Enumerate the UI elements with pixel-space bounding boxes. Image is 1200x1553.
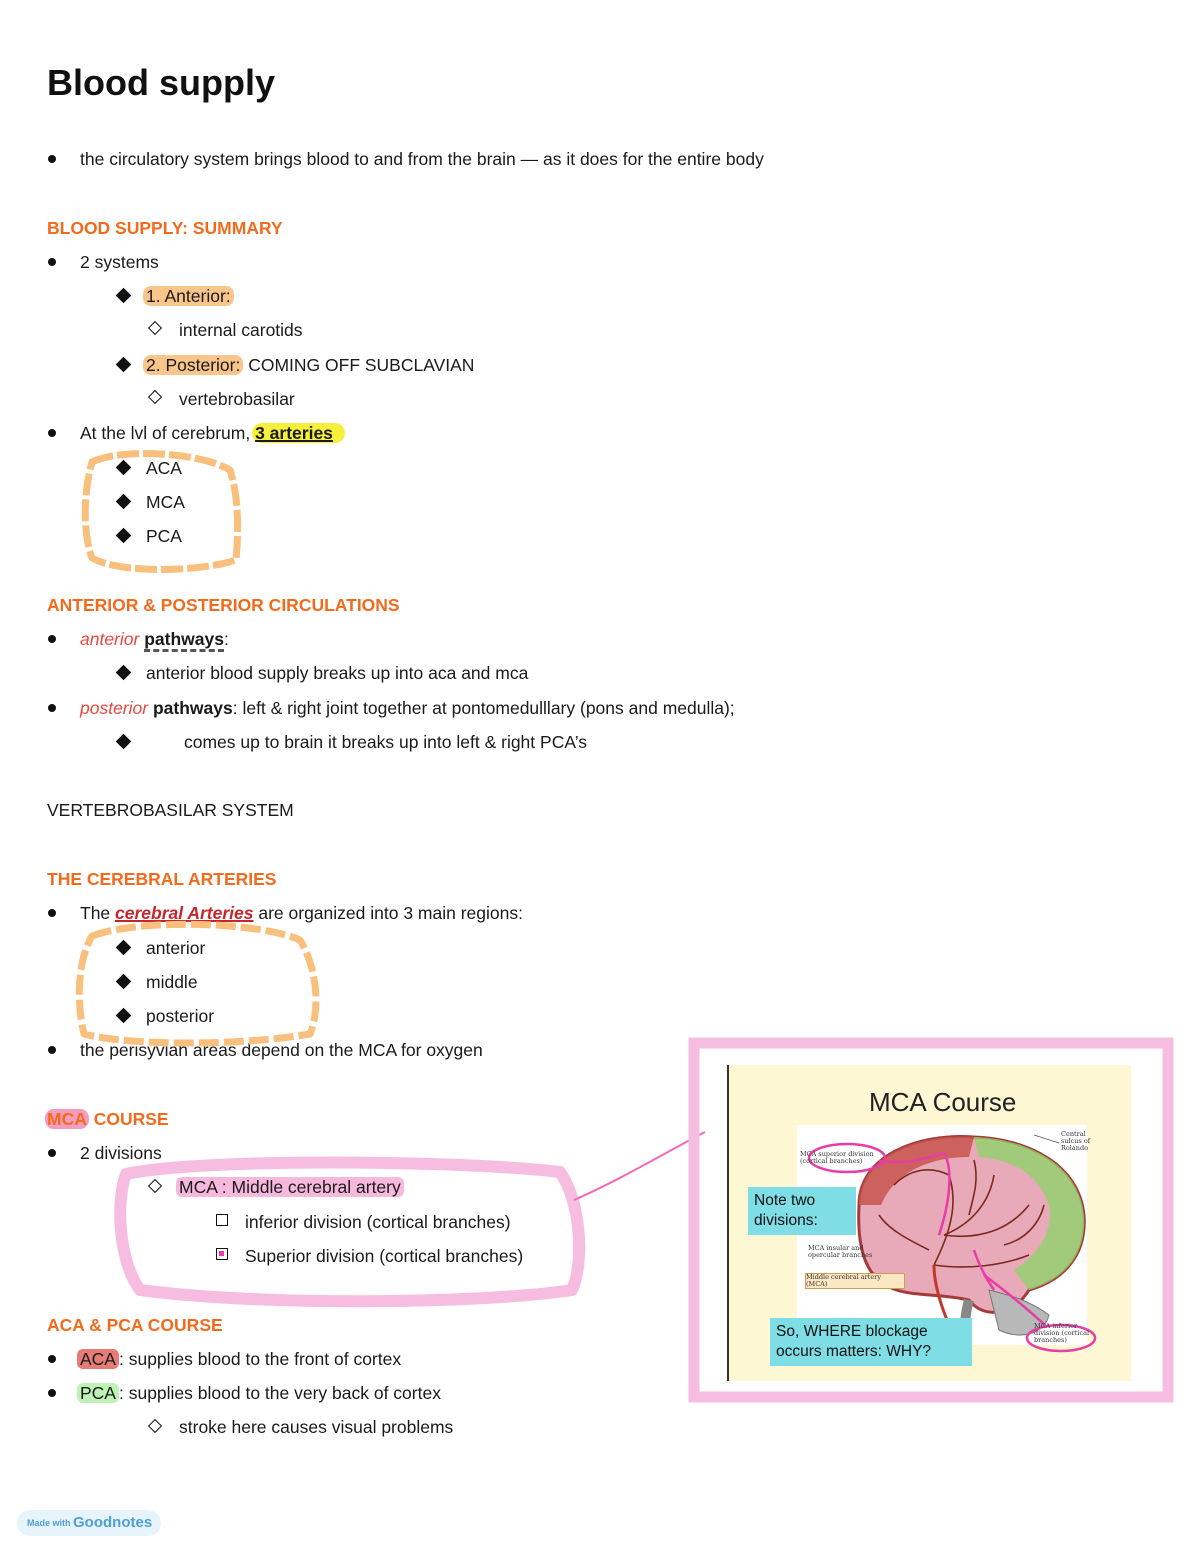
cerebral-term: cerebral Arteries	[115, 903, 254, 923]
question-callout: So, WHERE blockage occurs matters: WHY?	[770, 1318, 972, 1366]
pca-sub: stroke here causes visual problems	[179, 1417, 454, 1437]
goodnotes-logo: Goodnotes	[73, 1514, 153, 1531]
bullet-icon	[48, 1389, 56, 1397]
posterior-label: 2. Posterior:	[143, 355, 244, 375]
square-outline-icon	[216, 1214, 228, 1226]
anterior-pathways: pathways	[144, 629, 224, 652]
posterior-sub: vertebrobasilar	[179, 389, 295, 409]
cerebrum-line: At the lvl of cerebrum, 3 arteries	[80, 422, 345, 444]
bullet-icon	[48, 1355, 56, 1363]
cerebral-heading: THE CEREBRAL ARTERIES	[47, 869, 277, 889]
posterior-pathways-sub: comes up to brain it breaks up into left…	[184, 732, 588, 752]
pca-label: PCA	[77, 1383, 119, 1403]
pca-line: PCA: supplies blood to the very back of …	[77, 1382, 441, 1404]
anterior-italic: anterior	[80, 629, 140, 649]
region-middle: middle	[146, 972, 198, 992]
artery-aca: ACA	[146, 458, 182, 478]
posterior-italic: posterior	[80, 698, 149, 718]
bullet-icon	[48, 1149, 56, 1157]
anterior-sub: internal carotids	[179, 320, 303, 340]
region-anterior: anterior	[146, 938, 206, 958]
connector-line	[573, 1131, 706, 1201]
diamond-filled-icon	[115, 973, 132, 990]
page-title: Blood supply	[47, 62, 275, 103]
bullet-icon	[48, 909, 56, 917]
diamond-outline-icon	[147, 320, 163, 336]
aca-rest: : supplies blood to the front of cortex	[118, 1349, 402, 1369]
bullet-icon	[48, 429, 56, 437]
anterior-line: 1. Anterior:	[143, 285, 234, 307]
diamond-outline-icon	[147, 389, 163, 405]
aca-pca-heading: ACA & PCA COURSE	[47, 1315, 223, 1335]
label-inferior: MCA inferior division (cortical branches…	[1034, 1322, 1090, 1344]
label-superior: MCA superior division (cortical branches…	[800, 1150, 874, 1165]
intro-text: the circulatory system brings blood to a…	[80, 149, 764, 169]
note-callout: Note two divisions:	[748, 1187, 856, 1235]
bullet-icon	[48, 155, 56, 163]
anterior-label: 1. Anterior:	[143, 286, 234, 306]
made-with-label: Made with	[27, 1518, 71, 1528]
diamond-filled-icon	[115, 459, 132, 476]
region-posterior: posterior	[146, 1006, 215, 1026]
posterior-pathways: pathways	[152, 698, 233, 718]
vertebrobasilar-heading: VERTEBROBASILAR SYSTEM	[47, 800, 294, 820]
diamond-filled-icon	[115, 527, 132, 544]
diamond-filled-icon	[115, 493, 132, 510]
posterior-pathways-line: posterior pathways: left & right joint t…	[80, 697, 735, 719]
systems-text: 2 systems	[80, 252, 159, 272]
diamond-outline-icon	[147, 1178, 163, 1194]
bullet-icon	[48, 635, 56, 643]
diamond-filled-icon	[115, 287, 132, 304]
three-arteries-highlight: 3 arteries	[252, 423, 345, 443]
label-mca: Middle cerebral artery (MCA)	[805, 1273, 905, 1289]
diamond-filled-icon	[115, 356, 132, 373]
mca-heading-highlight: MCA	[45, 1109, 89, 1129]
summary-heading: BLOOD SUPPLY: SUMMARY	[47, 218, 283, 238]
mca-heading-rest: COURSE	[88, 1109, 169, 1129]
cerebral-line: The cerebral Arteries are organized into…	[80, 902, 523, 924]
superior-division: Superior division (cortical branches)	[245, 1246, 524, 1266]
aca-label: ACA	[77, 1349, 119, 1369]
diamond-outline-icon	[147, 1418, 163, 1434]
diamond-filled-icon	[115, 664, 132, 681]
artery-pca: PCA	[146, 526, 182, 546]
mca-course-slide: MCA Course MCA superior division (	[727, 1065, 1131, 1381]
diamond-filled-icon	[115, 1007, 132, 1024]
diamond-filled-icon	[115, 939, 132, 956]
posterior-line: 2. Posterior: COMING OFF SUBCLAVIAN	[143, 354, 475, 376]
cerebrum-pre: At the lvl of cerebrum,	[80, 423, 256, 443]
bullet-icon	[48, 258, 56, 266]
divisions-text: 2 divisions	[80, 1143, 162, 1163]
anterior-pathways-sub: anterior blood supply breaks up into aca…	[146, 663, 529, 683]
cerebral-pre: The	[80, 903, 116, 923]
diamond-filled-icon	[115, 733, 132, 750]
pca-rest: : supplies blood to the very back of cor…	[118, 1383, 441, 1403]
goodnotes-badge[interactable]: Made with Goodnotes	[17, 1510, 161, 1536]
aca-line: ACA: supplies blood to the front of cort…	[77, 1348, 402, 1370]
mca-def: MCA : Middle cerebral artery	[176, 1177, 404, 1197]
perisylvian-text: the perisyvian areas depend on the MCA f…	[80, 1040, 483, 1060]
anterior-colon: :	[223, 629, 229, 649]
artery-mca: MCA	[146, 492, 185, 512]
mca-def-line: MCA : Middle cerebral artery	[176, 1176, 404, 1198]
three-arteries: 3 arteries	[255, 423, 333, 443]
circulations-heading: ANTERIOR & POSTERIOR CIRCULATIONS	[47, 595, 400, 615]
inferior-division: inferior division (cortical branches)	[245, 1212, 511, 1232]
anterior-pathways-line: anterior pathways:	[80, 628, 229, 652]
label-central-sulcus: Central sulcus of Rolando	[1061, 1130, 1091, 1152]
square-marked-icon	[216, 1248, 228, 1260]
posterior-rest: COMING OFF SUBCLAVIAN	[243, 355, 475, 375]
mca-heading: MCA COURSE	[45, 1108, 169, 1130]
bullet-icon	[48, 704, 56, 712]
label-insular: MCA insular and opercular branches	[808, 1244, 873, 1259]
bullet-icon	[48, 1046, 56, 1054]
posterior-rest: : left & right joint together at pontome…	[232, 698, 735, 718]
cerebral-post: are organized into 3 main regions:	[253, 903, 523, 923]
